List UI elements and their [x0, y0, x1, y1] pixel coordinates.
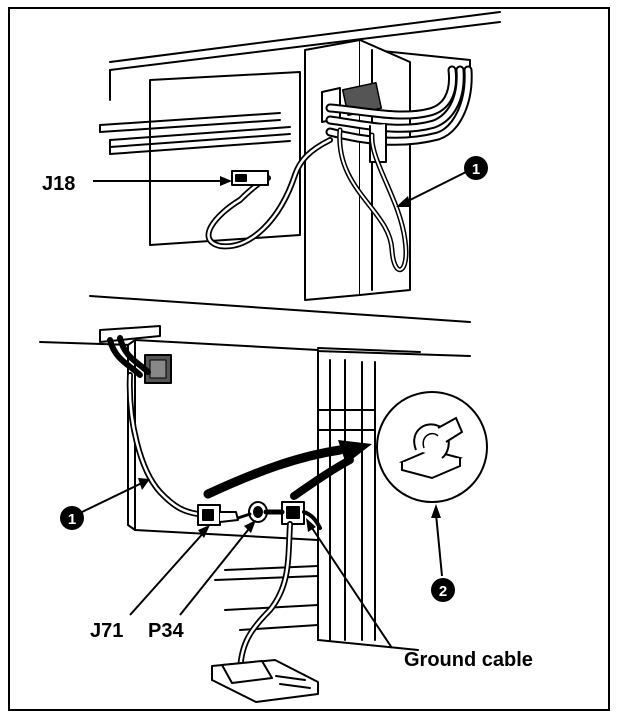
p34-label: P34: [148, 620, 184, 642]
foot-pedal-top: [221, 660, 273, 684]
j71-plug: [219, 511, 239, 523]
table2-edge-1: [89, 295, 471, 323]
lower-rail-1: [224, 565, 319, 571]
j71-pointer-head: [198, 525, 210, 538]
foot-pedal-ridges: [275, 675, 311, 689]
clamp-base-side: [401, 458, 461, 480]
clamp-latch: [437, 416, 464, 443]
p34-connector-core: [253, 506, 263, 518]
callout-1-top: 1: [396, 156, 488, 207]
cable-bundle-inner-3: [327, 67, 471, 144]
rail-ends: [99, 124, 111, 155]
connector-pointers: [129, 524, 393, 649]
ground-cable-pointer-head: [306, 518, 316, 532]
ground-cable-pointer-line: [309, 524, 393, 649]
callout-1-bottom: 1: [60, 478, 150, 530]
callout-1-top-line: [401, 171, 467, 205]
callout-1-top-number: 1: [472, 161, 480, 178]
bottom-bracket: [99, 325, 161, 343]
lower-rail-2: [214, 575, 319, 581]
table-edge-top-2: [109, 21, 501, 71]
bracket-cable-1: [107, 337, 143, 378]
j18-cable-inner: [207, 138, 332, 248]
ground-cable-label: Ground cable: [404, 649, 533, 671]
rail-4: [109, 133, 291, 148]
j71-label: J71: [90, 620, 123, 642]
arrow-from-clamp: [290, 456, 354, 500]
p34-pointer-line: [179, 524, 253, 616]
callout-1-top-badge: [464, 156, 488, 180]
rail-2: [99, 119, 281, 133]
j18-label: J18: [42, 173, 75, 195]
j18-connector-pin: [235, 174, 247, 182]
rail-5: [109, 140, 291, 155]
clamp-loop-inner: [422, 432, 439, 449]
ground-clamp-face: [286, 506, 300, 519]
underside-board: [149, 71, 301, 246]
pedal-cable-outer: [237, 521, 293, 678]
pedal-cable-inner: [238, 522, 292, 677]
callout-2-arrowhead: [431, 504, 441, 518]
bracket-cable-2: [117, 335, 151, 375]
cable-bundle-inner: [327, 67, 456, 118]
callout-2-number: 2: [439, 583, 447, 600]
rail-1: [99, 112, 281, 126]
bottom-illustration: [39, 295, 471, 703]
callout-1-bottom-badge: [60, 506, 84, 530]
j18-pointer: J18: [42, 173, 232, 195]
callout-1-bottom-arrowhead: [138, 478, 150, 490]
top-illustration: [99, 11, 501, 301]
p34-pointer-head: [244, 520, 256, 533]
j71-pointer-line: [129, 529, 207, 616]
j18-arrow-head: [220, 176, 232, 186]
rail-3: [109, 126, 291, 141]
callout-2-badge: [431, 578, 455, 602]
callout-1-top-arrowhead: [396, 196, 411, 207]
callout-2: 2: [431, 504, 455, 602]
bottom-box-grille-inner: [149, 359, 167, 379]
cable-clamp-detail: [376, 391, 488, 503]
callout-2-line: [435, 513, 443, 577]
ground-cable-wire: [302, 510, 322, 530]
diagram-border: [8, 7, 610, 711]
clamp-direction-arrows: [203, 440, 372, 500]
cable-bundle-inner-2: [327, 67, 463, 131]
cable-1-bottom-inner: [128, 373, 200, 516]
control-box-side: [359, 39, 411, 296]
leg-foot: [317, 639, 419, 651]
cable-1-loop-inner: [338, 129, 407, 271]
j71-connector-face: [202, 509, 214, 521]
leg-crossbars: [317, 409, 376, 431]
callout-1-bottom-number: 1: [68, 511, 76, 528]
callout-1-bottom-line: [81, 481, 145, 513]
arrow-from-j71: [203, 445, 345, 499]
control-box-front: [304, 39, 361, 301]
table2-edge-3: [317, 347, 421, 353]
table-edge-top-1: [109, 11, 501, 63]
j71-p34-link: [236, 512, 252, 520]
